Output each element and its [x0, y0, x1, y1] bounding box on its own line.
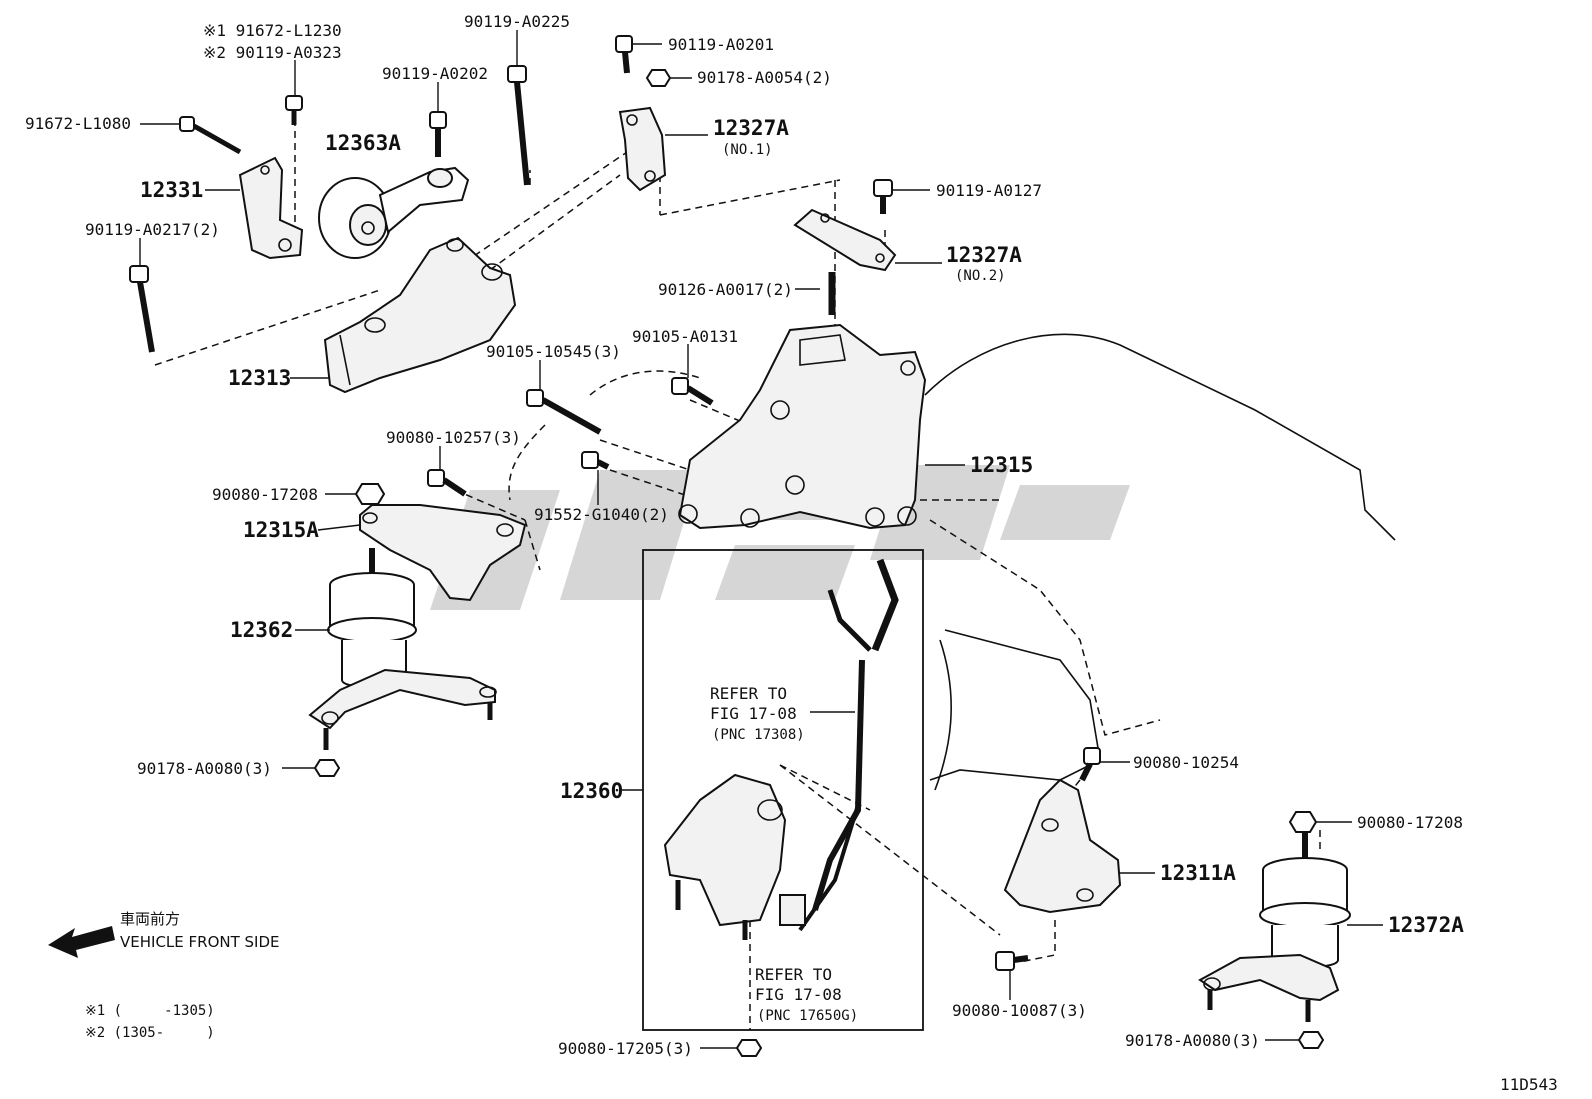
part-12313-bracket: [323, 236, 517, 394]
label-91672-L1230: ※1 91672-L1230: [203, 21, 342, 40]
label-12311A: 12311A: [1160, 861, 1236, 885]
part-12362-mount: [308, 548, 497, 750]
bolt-90119-A0225: [507, 65, 530, 186]
bolt-90119-A0217: [129, 265, 155, 353]
part-labels: ※1 91672-L1230 ※2 90119-A0323 90119-A022…: [25, 12, 1464, 1058]
bolt-90105-10545: [526, 389, 602, 435]
label-12315A: 12315A: [243, 518, 319, 542]
label-90119-A0202: 90119-A0202: [382, 64, 488, 83]
bolt-90119-A0127: [873, 179, 893, 214]
vehicle-front-arrow-icon: [48, 926, 115, 958]
label-no2: (NO.2): [955, 268, 1006, 284]
bolt-90080-10087: [995, 951, 1029, 971]
label-12315: 12315: [970, 453, 1033, 477]
bolt-91552-G1040: [581, 451, 610, 470]
bolt-90105-A0131: [671, 377, 714, 406]
label-12360: 12360: [560, 779, 623, 803]
label-refer2-line1: REFER TO: [755, 965, 832, 984]
bolt-90080-10257: [427, 469, 467, 497]
label-90119-A0225: 90119-A0225: [464, 12, 570, 31]
nut-90178-A0054: [645, 69, 672, 87]
nut-90080-17208-upper: [354, 483, 386, 505]
part-12331-bracket: [238, 156, 304, 260]
leader-lines: [139, 30, 1383, 1049]
label-12327A-no2: 12327A: [946, 243, 1022, 267]
bolt-90119-A0201: [615, 35, 633, 74]
note-1: ※1 ( -1305): [85, 1003, 215, 1019]
label-refer1-line2: FIG 17-08: [710, 704, 797, 723]
nut-90178-A0080-left: [313, 759, 341, 777]
nut-90080-17208-right: [1288, 811, 1318, 833]
label-90105-A0131: 90105-A0131: [632, 327, 738, 346]
part-12372A-mount: [1198, 832, 1351, 1022]
label-refer2-line3: (PNC 17650G): [757, 1008, 858, 1024]
label-90178-A0080-a: 90178-A0080(3): [137, 759, 272, 778]
direction-en: VEHICLE FRONT SIDE: [120, 933, 280, 951]
label-90119-A0127: 90119-A0127: [936, 181, 1042, 200]
label-90080-10254: 90080-10254: [1133, 753, 1239, 772]
bolt-90119-A0323: [285, 95, 303, 125]
label-90080-17205: 90080-17205(3): [558, 1039, 693, 1058]
legend: 車両前方 VEHICLE FRONT SIDE ※1 ( -1305) ※2 (…: [85, 910, 1558, 1094]
part-12311A-bracket: [1003, 778, 1122, 914]
label-refer1-line3: (PNC 17308): [712, 727, 805, 743]
nut-90178-A0080-right: [1297, 1031, 1325, 1049]
label-12363A: 12363A: [325, 131, 401, 155]
bolt-90119-A0202: [429, 111, 447, 157]
label-90126-A0017: 90126-A0017(2): [658, 280, 793, 299]
label-90080-17208-b: 90080-17208: [1357, 813, 1463, 832]
assembly-lines: [154, 95, 1321, 1030]
label-90119-A0217: 90119-A0217(2): [85, 220, 220, 239]
part-12327A-no2-bracket: [793, 208, 897, 272]
label-90080-17208-a: 90080-17208: [212, 485, 318, 504]
label-12362: 12362: [230, 618, 293, 642]
label-refer1-line1: REFER TO: [710, 684, 787, 703]
label-90119-A0201: 90119-A0201: [668, 35, 774, 54]
nut-90080-17205: [735, 1039, 763, 1057]
part-12315-bracket: [678, 323, 927, 530]
bolt-90080-10254: [1079, 747, 1101, 782]
part-12363A-torque-rod: [318, 166, 470, 259]
label-90080-10257: 90080-10257(3): [386, 428, 521, 447]
label-90178-A0080-b: 90178-A0080(3): [1125, 1031, 1260, 1050]
label-12331: 12331: [140, 178, 203, 202]
bolt-91672-L1080: [179, 116, 242, 155]
label-91552-G1040: 91552-G1040(2): [534, 505, 669, 524]
direction-jp: 車両前方: [120, 910, 180, 928]
label-12313: 12313: [228, 366, 291, 390]
diagram-id: 11D543: [1500, 1075, 1558, 1094]
label-refer2-line2: FIG 17-08: [755, 985, 842, 1004]
label-90080-10087: 90080-10087(3): [952, 1001, 1087, 1020]
label-91672-L1080: 91672-L1080: [25, 114, 131, 133]
note-2: ※2 (1305- ): [85, 1025, 215, 1041]
label-90178-A0054: 90178-A0054(2): [697, 68, 832, 87]
label-90119-A0323: ※2 90119-A0323: [203, 43, 342, 62]
label-12327A-no1: 12327A: [713, 116, 789, 140]
part-12315A-bracket: [359, 504, 527, 602]
part-12360-group-box: [642, 549, 924, 1031]
label-90105-10545: 90105-10545(3): [486, 342, 621, 361]
label-no1: (NO.1): [722, 142, 773, 158]
part-12327A-no1-bracket: [618, 106, 667, 192]
label-12372A: 12372A: [1388, 913, 1464, 937]
